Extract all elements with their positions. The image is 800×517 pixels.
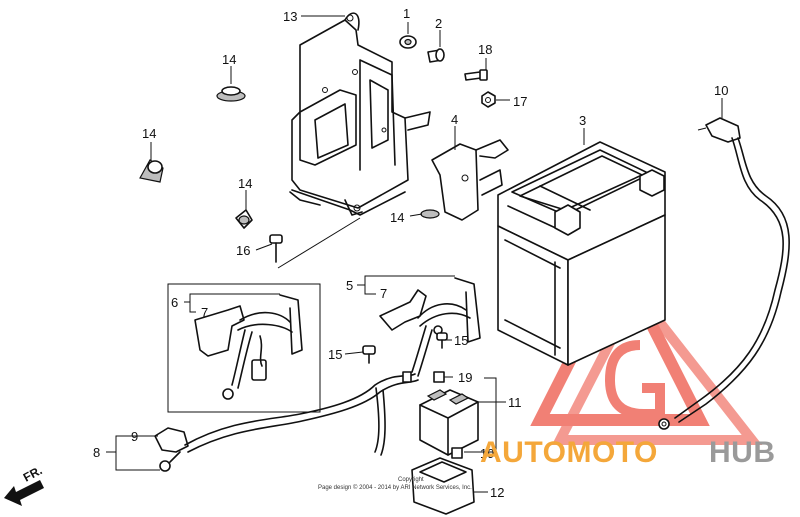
callout-15-left: 15 [328, 347, 342, 362]
ground-cable-8 [154, 371, 419, 472]
callout-10: 10 [714, 83, 728, 98]
copyright-line-2: Page design © 2004 - 2014 by ARI Network… [318, 484, 472, 491]
leader-lines [106, 15, 723, 493]
cushion-14-right [420, 209, 440, 219]
callout-14-left: 14 [142, 126, 156, 141]
callout-13: 13 [283, 9, 297, 24]
front-direction-arrow-icon: FR. [4, 463, 44, 506]
watermark-text-primary: AUTOMOTO [480, 436, 658, 469]
callout-2: 2 [435, 16, 442, 31]
bolt-15-left [362, 345, 376, 364]
bolt-16 [269, 217, 361, 269]
callout-12: 12 [490, 485, 504, 500]
grommet-1 [399, 35, 417, 49]
bolt-18 [464, 69, 488, 81]
callout-19-top: 19 [458, 370, 472, 385]
cushion-14-top [216, 86, 246, 102]
callout-11: 11 [508, 395, 522, 410]
starter-relay-11 [419, 371, 479, 459]
callout-15-right: 15 [454, 333, 468, 348]
battery-3 [497, 141, 666, 366]
callout-14-top: 14 [222, 52, 236, 67]
callout-18: 18 [478, 42, 492, 57]
callout-14-right: 14 [390, 210, 404, 225]
callout-5: 5 [346, 278, 353, 293]
callout-3: 3 [579, 113, 586, 128]
nut-17 [481, 91, 496, 108]
callout-17: 17 [513, 94, 527, 109]
direction-label: FR. [21, 463, 45, 484]
callout-4: 4 [451, 112, 458, 127]
callout-8: 8 [93, 445, 100, 460]
watermark-text: AUTOMOTO HUB [480, 436, 776, 469]
callout-19-bottom: 19 [480, 446, 494, 461]
relay-bracket-4 [431, 139, 509, 221]
callout-7-right: 7 [380, 286, 387, 301]
callout-14-mid: 14 [238, 176, 252, 191]
bolt-15-right [436, 332, 448, 349]
collar-2 [427, 48, 445, 63]
cushion-14-left [139, 159, 164, 183]
callout-1: 1 [403, 6, 410, 21]
relay-cover-12 [411, 457, 475, 515]
cushion-14-mid [235, 209, 253, 229]
callout-9: 9 [131, 429, 138, 444]
terminal-kit-box [167, 283, 321, 413]
terminal-kit-5 [379, 277, 481, 377]
battery-cable-10 [658, 117, 790, 430]
callout-7-left: 7 [201, 305, 208, 320]
copyright-notice: Copyright Page design © 2004 - 2014 by A… [318, 477, 472, 491]
callouts: 13 1 2 18 17 14 14 14 14 16 4 3 10 6 7 5… [93, 6, 728, 500]
battery-box-frame [289, 12, 431, 216]
copyright-line-1: Copyright [398, 477, 424, 483]
callout-6: 6 [171, 295, 178, 310]
callout-16: 16 [236, 243, 250, 258]
watermark-text-secondary: HUB [709, 436, 776, 469]
